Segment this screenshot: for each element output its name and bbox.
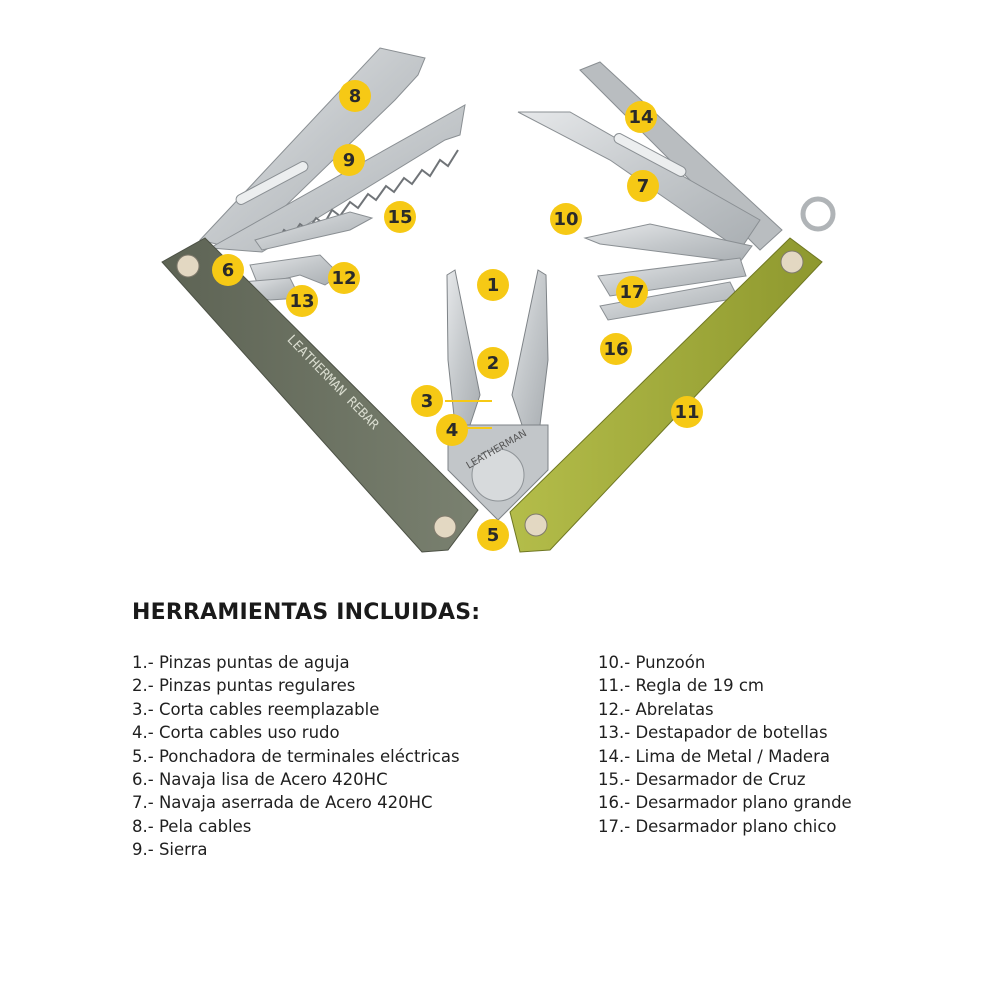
callout-badge-9: 9 (333, 144, 365, 176)
callout-badge-7: 7 (627, 170, 659, 202)
callout-badge-circle (286, 285, 318, 317)
lanyard-ring (800, 196, 836, 232)
callout-badge-number: 3 (421, 391, 434, 412)
callout-badge-number: 9 (343, 150, 356, 171)
plier-jaw-right (511, 269, 549, 426)
callout-badge-number: 2 (487, 353, 500, 374)
callout-badge-number: 15 (387, 207, 412, 228)
list-item: 15.- Desarmador de Cruz (598, 770, 806, 790)
callout-badge-circle (436, 414, 468, 446)
callout-badge-8: 8 (339, 80, 371, 112)
pivot-screw (471, 448, 525, 502)
saw-blade (208, 104, 466, 253)
callout-badge-14: 14 (625, 101, 657, 133)
callout-badge-circle (616, 276, 648, 308)
callout-badge-16: 16 (600, 333, 632, 365)
callout-badge-number: 6 (222, 260, 235, 281)
callout-badge-6: 6 (212, 254, 244, 286)
callout-badge-12: 12 (328, 262, 360, 294)
list-item: 4.- Corta cables uso rudo (132, 723, 340, 743)
callout-badge-number: 10 (553, 209, 578, 230)
handle-rivet-bottom-right (524, 513, 548, 537)
callout-badge-10: 10 (550, 203, 582, 235)
callout-badge-number: 17 (619, 282, 644, 303)
section-heading: HERRAMIENTAS INCLUIDAS: (132, 600, 481, 625)
callout-badge-number: 16 (603, 339, 628, 360)
list-item: 10.- Punzoón (598, 653, 706, 672)
callout-badge-11: 11 (671, 396, 703, 428)
callout-badge-number: 7 (637, 176, 650, 197)
callout-badge-circle (212, 254, 244, 286)
callout-badge-number: 8 (349, 86, 362, 107)
list-item: 9.- Sierra (132, 840, 208, 860)
list-item: 14.- Lima de Metal / Madera (598, 746, 830, 766)
callout-badge-3: 3 (411, 385, 443, 417)
callout-badge-circle (384, 201, 416, 233)
tool-list-right: 10.- Punzoón 11.- Regla de 19 cm 12.- Ab… (598, 651, 852, 838)
callout-badge-number: 12 (331, 268, 356, 289)
list-item: 8.- Pela cables (132, 816, 252, 836)
list-item: 11.- Regla de 19 cm (598, 676, 764, 696)
plain-blade (517, 111, 761, 251)
callout-badge-2: 2 (477, 347, 509, 379)
pliers: LEATHERMAN (446, 269, 549, 521)
right-handle (509, 237, 823, 553)
list-item: 2.- Pinzas puntas regulares (132, 676, 356, 696)
callout-badge-circle (477, 269, 509, 301)
handle-rivet-top-right (780, 250, 804, 274)
callout-badge-circle (600, 333, 632, 365)
blade-slot-right (613, 133, 687, 177)
callout-badge-number: 13 (289, 291, 314, 312)
callout-badge-circle (333, 144, 365, 176)
callout-badge-circle (477, 347, 509, 379)
handle-rivet-bottom-left (433, 515, 457, 539)
callout-badge-17: 17 (616, 276, 648, 308)
callout-badge-number: 14 (628, 107, 653, 128)
callout-badge-number: 11 (674, 402, 699, 423)
list-item: 3.- Corta cables reemplazable (132, 699, 380, 719)
callout-badge-circle (339, 80, 371, 112)
callout-badge-circle (411, 385, 443, 417)
blade-slot (235, 161, 309, 205)
callout-badge-1: 1 (477, 269, 509, 301)
callout-badge-circle (477, 519, 509, 551)
phillips-driver (254, 211, 374, 251)
tool-list-left: 1.- Pinzas puntas de aguja 2.- Pinzas pu… (132, 651, 460, 862)
multitool-diagram: LEATHERMAN LEATHERMAN REBAR 123456789101… (161, 47, 836, 553)
callout-badge-circle (328, 262, 360, 294)
callout-badge-number: 4 (446, 420, 459, 441)
callout-badge-circle (627, 170, 659, 202)
awl (583, 223, 753, 263)
callout-badge-circle (625, 101, 657, 133)
handle-rivet-top-left (176, 254, 200, 278)
callout-badge-number: 1 (487, 275, 500, 296)
callout-badge-number: 5 (487, 525, 500, 546)
list-item: 17.- Desarmador plano chico (598, 816, 837, 836)
callout-badge-circle (550, 203, 582, 235)
callout-badge-circle (671, 396, 703, 428)
list-item: 12.- Abrelatas (598, 699, 714, 719)
callout-badge-4: 4 (436, 414, 468, 446)
callout-badge-5: 5 (477, 519, 509, 551)
list-item: 1.- Pinzas puntas de aguja (132, 653, 350, 672)
list-item: 7.- Navaja aserrada de Acero 420HC (132, 793, 433, 813)
list-item: 16.- Desarmador plano grande (598, 793, 852, 813)
callout-badge-13: 13 (286, 285, 318, 317)
callout-badge-15: 15 (384, 201, 416, 233)
list-item: 13.- Destapador de botellas (598, 723, 828, 743)
list-item: 6.- Navaja lisa de Acero 420HC (132, 770, 388, 790)
list-item: 5.- Ponchadora de terminales eléctricas (132, 746, 460, 766)
